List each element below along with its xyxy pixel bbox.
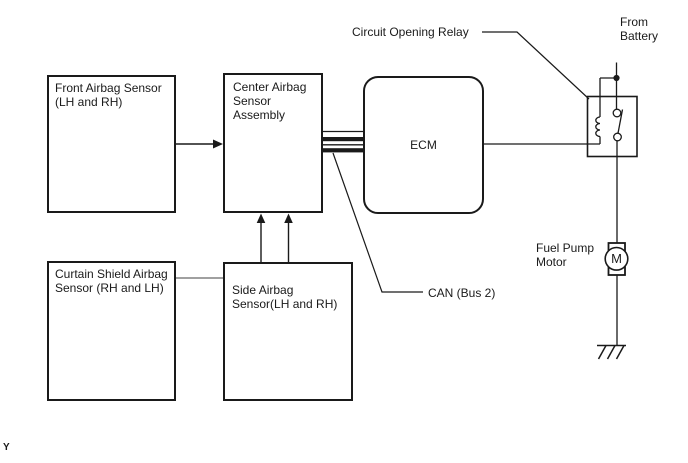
center-airbag-sensor-assembly-box: Center Airbag Sensor Assembly <box>223 73 323 213</box>
relay-leader-line <box>482 31 590 100</box>
relay-contact-upper <box>612 108 622 118</box>
side-airbag-sensor-box: Side Airbag Sensor(LH and RH) <box>223 262 353 401</box>
circuit-opening-relay-label: Circuit Opening Relay <box>352 25 469 39</box>
footer-mark: Y <box>3 442 10 453</box>
relay-coil <box>595 116 601 138</box>
fuel-pump-motor-symbol <box>604 242 629 276</box>
battery-feed-wire <box>599 62 620 117</box>
ecm-box: ECM <box>363 76 484 214</box>
front-to-center-arrow <box>176 139 223 149</box>
circuit-opening-relay-symbol <box>586 95 638 158</box>
motor-letter: M <box>611 251 622 266</box>
side-to-center-arrows <box>256 213 293 262</box>
relay-switch-blade <box>617 109 624 134</box>
can-bus-label: CAN (Bus 2) <box>428 286 496 300</box>
from-battery-label: From Battery <box>620 15 659 43</box>
curtain-shield-airbag-sensor-box: Curtain Shield Airbag Sensor (RH and LH) <box>47 261 176 401</box>
ground-symbol <box>597 344 626 360</box>
can-bus-lines <box>323 130 363 153</box>
relay-contact-lower <box>613 132 622 142</box>
can-leader-line <box>332 152 423 293</box>
fuel-pump-motor-label: Fuel Pump Motor <box>536 241 595 269</box>
front-airbag-sensor-box: Front Airbag Sensor (LH and RH) <box>47 75 176 213</box>
